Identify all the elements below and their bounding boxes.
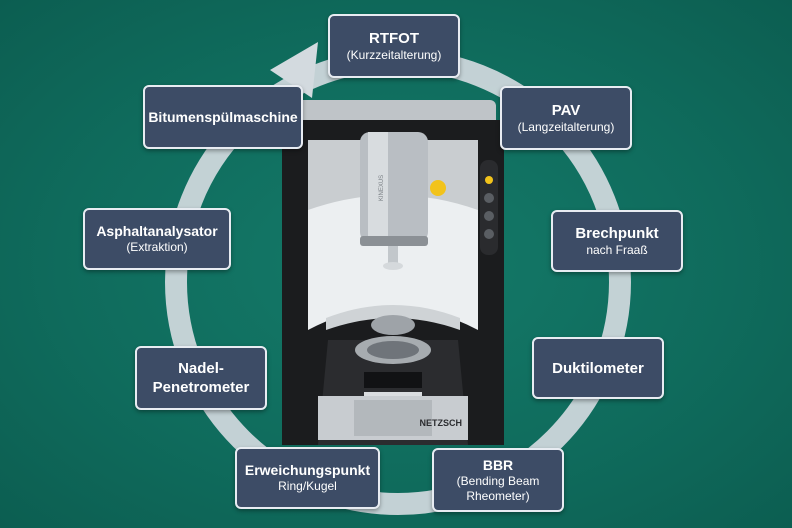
device-brand-label: NETZSCH xyxy=(420,418,463,428)
step-box-duktilometer: Duktilometer xyxy=(532,337,664,399)
step-title: Duktilometer xyxy=(552,359,644,377)
step-box-erweichungspunkt: Erweichungspunkt Ring/Kugel xyxy=(235,447,380,509)
step-box-nadelpenetrometer: Nadel- Penetrometer xyxy=(135,346,267,410)
step-subtitle: (Langzeitalterung) xyxy=(517,120,615,134)
step-title-line2: Penetrometer xyxy=(152,379,250,396)
step-title: Erweichungspunkt xyxy=(244,462,371,478)
cycle-arrow-head-icon xyxy=(270,42,318,98)
step-box-asphaltanalysator: Asphaltanalysator (Extraktion) xyxy=(83,208,231,270)
step-box-bitumenspuelmaschine: Bitumenspülmaschine xyxy=(143,85,303,149)
rheometer-device-image: NETZSCH KINEXUS xyxy=(282,100,504,445)
step-box-pav: PAV (Langzeitalterung) xyxy=(500,86,632,150)
step-box-bbr: BBR (Bending Beam Rheometer) xyxy=(432,448,564,512)
step-subtitle: (Kurzzeitalterung) xyxy=(346,48,442,62)
step-title: RTFOT xyxy=(369,30,419,47)
step-title: BBR xyxy=(482,456,514,473)
step-subtitle-line2: Rheometer) xyxy=(466,488,530,503)
step-subtitle: nach Fraaß xyxy=(586,243,648,257)
step-box-rtfot: RTFOT (Kurzzeitalterung) xyxy=(328,14,460,78)
device-model-label: KINEXUS xyxy=(379,175,385,201)
step-title: Bitumenspülmaschine xyxy=(148,108,298,125)
step-subtitle: (Bending Beam xyxy=(456,473,540,488)
step-box-brechpunkt: Brechpunkt nach Fraaß xyxy=(551,210,683,272)
step-title: Nadel- xyxy=(178,360,224,377)
step-title: PAV xyxy=(551,102,581,119)
step-subtitle: (Extraktion) xyxy=(126,240,188,254)
step-subtitle: Ring/Kugel xyxy=(278,479,337,493)
step-title: Asphaltanalysator xyxy=(96,223,218,239)
step-title: Brechpunkt xyxy=(575,225,659,242)
